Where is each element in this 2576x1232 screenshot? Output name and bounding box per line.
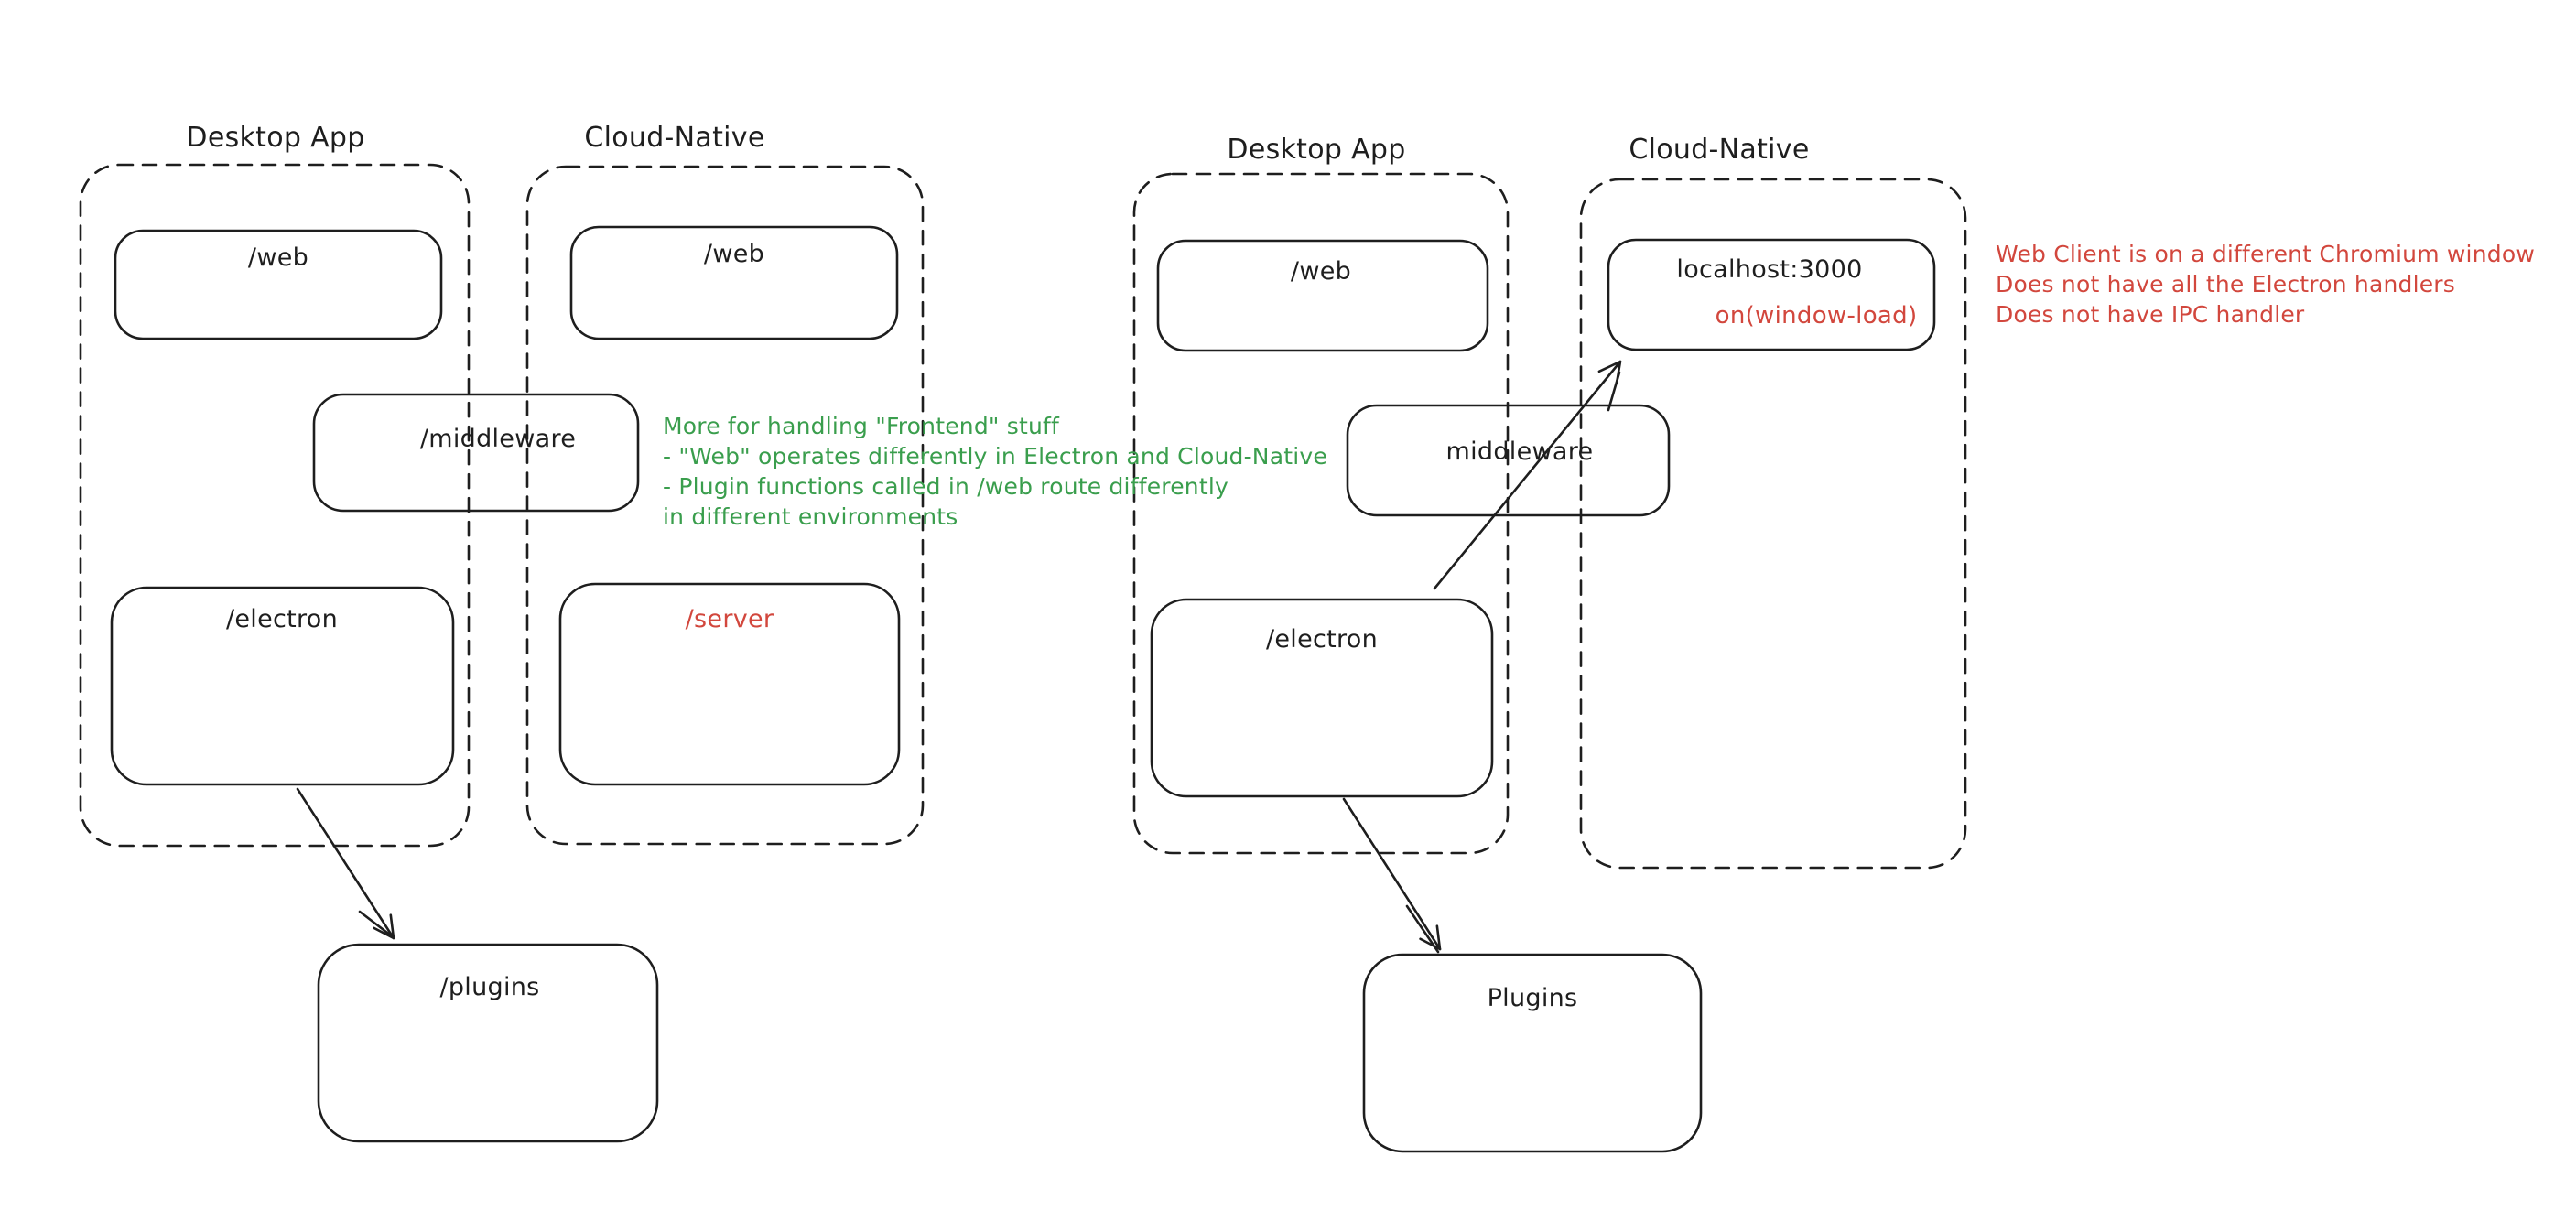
left-middleware-label: /middleware [419, 425, 577, 453]
red-annotation-line: Web Client is on a different Chromium wi… [1996, 241, 2535, 267]
right-localhost-event-label: on(window-load) [1715, 302, 1918, 330]
right-localhost-box [1607, 238, 1936, 351]
right-middleware-box [1346, 404, 1671, 517]
left-web-desktop-label: /web [247, 243, 309, 272]
right-cloud-native-label: Cloud-Native [1629, 134, 1810, 166]
arrow-right-electron-to-plugins [1342, 797, 1442, 951]
arrow-sketch-stroke [1405, 904, 1440, 954]
right-cloud-container-outline [1579, 178, 1967, 870]
red-annotation-line: Does not have all the Electron handlers [1996, 271, 2456, 297]
left-server-box [558, 582, 901, 786]
right-electron-box [1150, 598, 1494, 798]
right-web-label: /web [1290, 257, 1352, 286]
arrow-sketch-stroke [358, 910, 393, 937]
left-electron-box [110, 586, 455, 786]
arrow-left-electron-to-plugins [296, 787, 395, 940]
left-desktop-app-label: Desktop App [186, 122, 365, 154]
red-annotation: Web Client is on a different Chromium wi… [1996, 239, 2535, 330]
right-desktop-app-label: Desktop App [1227, 134, 1406, 166]
right-web-box [1156, 239, 1489, 352]
left-cloud-container-outline [525, 165, 925, 846]
right-plugins-box [1362, 953, 1703, 1153]
left-plugins-box [317, 943, 659, 1143]
right-middleware-label: middleware [1445, 438, 1594, 466]
right-desktop-container-outline [1132, 172, 1510, 855]
red-annotation-line: Does not have IPC handler [1996, 301, 2305, 328]
green-annotation-line: - Plugin functions called in /web route … [663, 473, 1228, 500]
left-desktop-container-outline [79, 163, 471, 848]
right-plugins-label: Plugins [1487, 984, 1578, 1012]
left-web-cloud-label: /web [703, 240, 765, 268]
right-localhost-label: localhost:3000 [1676, 255, 1863, 284]
left-web-cloud-box [569, 225, 899, 340]
left-server-label: /server [685, 605, 774, 633]
green-annotation-line: in different environments [663, 503, 958, 530]
right-electron-label: /electron [1265, 625, 1379, 654]
green-annotation: More for handling "Frontend" stuff - "We… [663, 411, 1327, 532]
green-annotation-line: More for handling "Frontend" stuff [663, 413, 1060, 439]
left-electron-label: /electron [225, 605, 339, 633]
arrow-sketch-stroke [1607, 371, 1621, 412]
left-web-desktop-box [114, 229, 443, 340]
left-middleware-box [312, 393, 640, 513]
left-plugins-label: /plugins [439, 973, 540, 1001]
left-cloud-native-label: Cloud-Native [584, 122, 765, 154]
green-annotation-line: - "Web" operates differently in Electron… [663, 443, 1327, 470]
arrow-right-electron-to-localhost [1433, 360, 1622, 590]
